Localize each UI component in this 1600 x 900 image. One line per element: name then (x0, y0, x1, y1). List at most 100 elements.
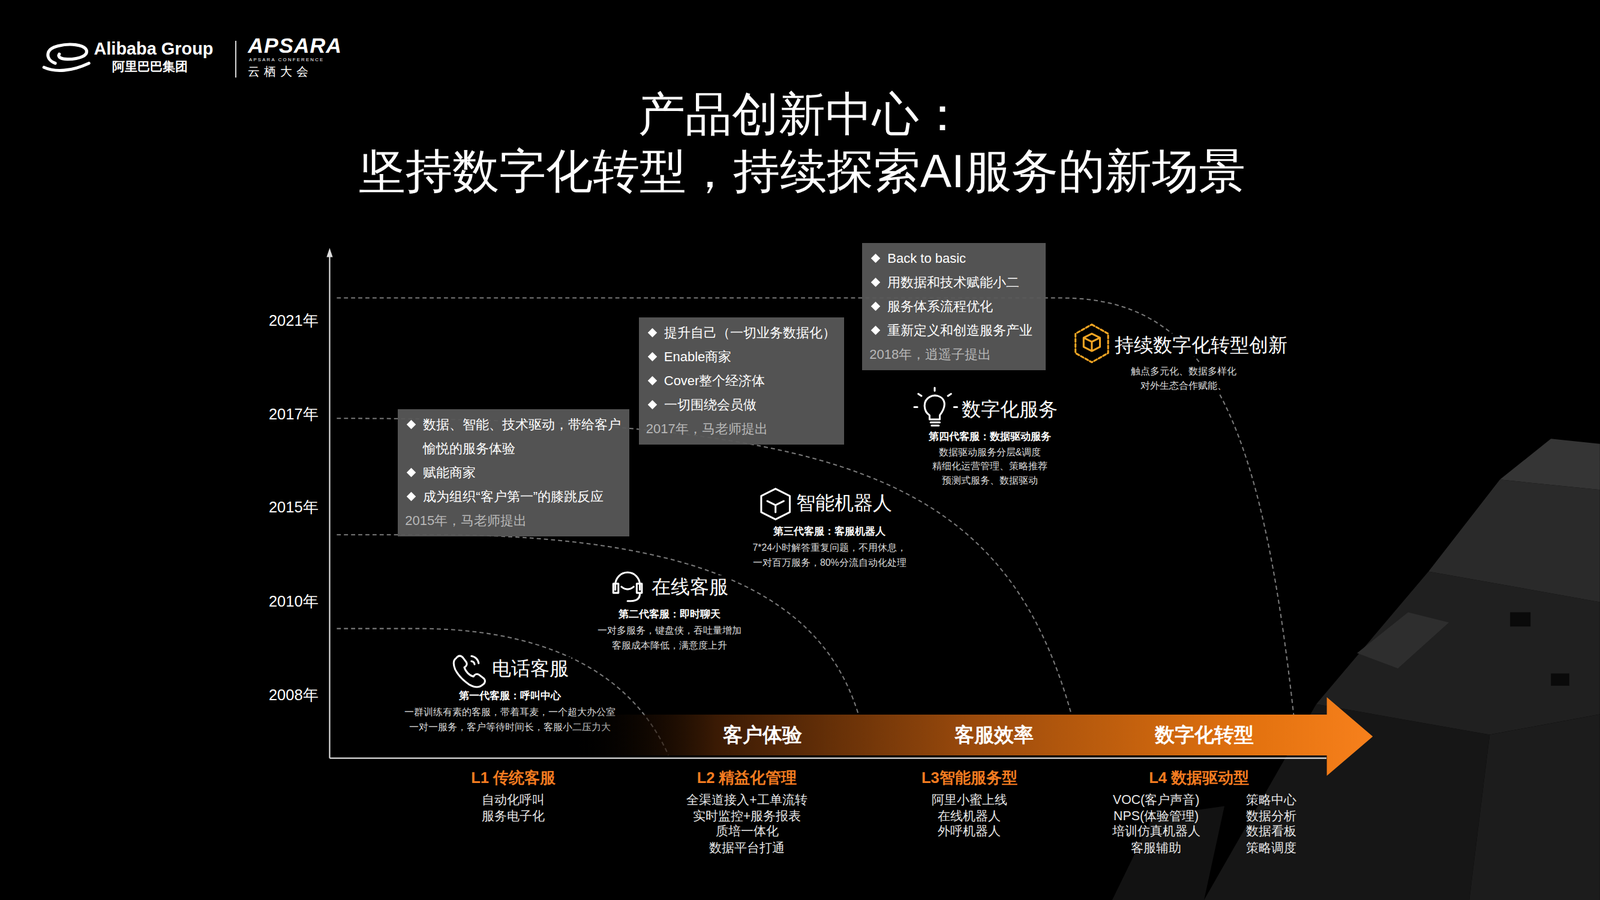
cube-face (1428, 479, 1600, 602)
bullet-diamond (871, 301, 881, 312)
text-label: 全渠道接入+工单流转 (686, 792, 807, 809)
text-label: 第三代客服：客服机器人 (770, 525, 888, 538)
cube-gap (1550, 673, 1570, 686)
bullet-row: Enable商家 (646, 344, 836, 369)
text-label: 2017年 (268, 404, 319, 424)
bullet-text: 用数据和技术赋能小二 (887, 270, 1038, 295)
bullet-text: 成为组织“客户第一”的膝跳反应 (422, 484, 621, 509)
text-label: 数据驱动服务分层&调度 精细化运营管理、策略推荐 预测式服务、数据驱动 (929, 445, 1050, 488)
bullet-text: Enable商家 (664, 344, 836, 369)
bullet-diamond (647, 376, 657, 386)
bullet-text: 服务体系流程优化 (887, 294, 1038, 319)
text-label: 第一代客服：呼叫中心 (456, 689, 564, 702)
text-label: 培训仿真机器人 (1112, 823, 1201, 840)
text-label: 质培一体化 (715, 823, 779, 840)
cube-face (1316, 571, 1600, 735)
text-line: 触点多元化、数据多样化 (1130, 364, 1237, 379)
bullet-row: Back to basic (869, 246, 1038, 271)
bullet-row: Cover整个经济体 (646, 368, 836, 393)
dashed-curve (336, 298, 1298, 756)
source-note-row: 2018年，逍遥子提出 (869, 342, 1038, 367)
cube-face (1469, 713, 1600, 900)
bullet-text: 数据、智能、技术驱动，带给客户 愉悦的服务体验 (422, 412, 621, 461)
band-arrow-fill (571, 697, 1373, 776)
bullet-diamond (647, 352, 657, 362)
text-line: 对外生态合作赋能、 (1130, 378, 1237, 393)
bullet-row: 赋能商家 (404, 460, 621, 485)
text-label: 2008年 (268, 685, 319, 705)
bullet-row: 一切围绕会员做 (646, 392, 836, 417)
text-label: 持续数字化转型创新 (1112, 333, 1290, 357)
text-label: 数据分析 (1246, 808, 1297, 825)
robot-icon (761, 488, 791, 520)
text-line: 一对多服务，键盘侠，吞吐量增加 (597, 622, 742, 639)
axes (326, 247, 1327, 758)
bullet-row: 重新定义和创造服务产业 (869, 318, 1038, 343)
bullet-text: Cover整个经济体 (664, 368, 836, 393)
band-label: 客户体验 (722, 722, 803, 747)
bulb-icon (914, 387, 957, 426)
text-label: 数据平台打通 (709, 840, 785, 857)
hexagon-icon (1075, 324, 1109, 363)
text-label: 云栖大会 (247, 64, 313, 79)
y-axis (328, 254, 330, 758)
text-label: 2021年 (268, 311, 319, 330)
source-note: 2018年，逍遥子提出 (869, 342, 1038, 367)
text-label: 2010年 (268, 592, 319, 611)
bullet-diamond (406, 419, 417, 430)
text-line: 客服成本降低，满意度上升 (597, 637, 742, 654)
cube-face (1499, 438, 1600, 490)
bullet-diamond (871, 253, 881, 264)
logo-divider (235, 40, 237, 78)
alibaba-logo-mark (43, 44, 89, 71)
headset-icon (613, 572, 642, 602)
band-label: 客服效率 (954, 722, 1034, 747)
bullet-diamond (406, 467, 417, 478)
text-label: L1 传统客服 (470, 768, 556, 788)
text-line: 预测式服务、数据驱动 (932, 473, 1048, 488)
text-label: VOC(客户声音) (1112, 792, 1200, 809)
cube-icon (1083, 333, 1100, 351)
bullet-row: 服务体系流程优化 (869, 294, 1038, 319)
text-label: 第四代客服：数据驱动服务 (926, 430, 1054, 443)
bullet-diamond (871, 277, 881, 288)
cube-photo (1112, 438, 1600, 900)
text-label: 在线客服 (649, 575, 731, 599)
text-label: 电话客服 (489, 656, 572, 681)
timeline-curves (336, 298, 1298, 756)
text-label: 第二代客服：即时聊天 (616, 608, 723, 621)
text-line: 数据驱动服务分层&调度 (932, 445, 1048, 460)
bullet-text: 赋能商家 (422, 460, 621, 485)
text-label: 阿里巴巴集团 (112, 59, 188, 75)
source-note: 2015年，马老师提出 (404, 508, 621, 533)
bullet-row: 用数据和技术赋能小二 (869, 270, 1038, 295)
text-label: 策略中心 (1246, 792, 1297, 809)
cube-face (1112, 806, 1225, 900)
text-label: NPS(体验管理) (1113, 808, 1199, 825)
bullet-row: 成为组织“客户第一”的膝跳反应 (404, 484, 621, 509)
source-note-row: 2017年，马老师提出 (646, 416, 836, 441)
note-box: 提升自己（一切业务数据化）Enable商家Cover整个经济体一切围绕会员做20… (638, 317, 845, 445)
text-label: APSARA CONFERENCE (248, 56, 324, 63)
text-line: 坚持数字化转型，持续探索AI服务的新场景 (358, 142, 1246, 200)
text-label: 策略调度 (1246, 840, 1297, 857)
bullet-diamond (406, 491, 417, 502)
dashed-curve (336, 418, 1082, 755)
text-label: Alibaba Group (93, 38, 213, 60)
text-label: 数字化服务 (959, 397, 1061, 422)
bullet-diamond (871, 325, 881, 336)
bullet-row: 数据、智能、技术驱动，带给客户 愉悦的服务体验 (404, 412, 621, 461)
bullet-text: Back to basic (887, 246, 1038, 271)
text-label: 外呼机器人 (937, 823, 1001, 840)
text-label: 一对多服务，键盘侠，吞吐量增加 客服成本降低，满意度上升 (595, 622, 744, 654)
slide-title: 产品创新中心： 坚持数字化转型，持续探索AI服务的新场景 (358, 85, 1246, 200)
text-line: 7*24小时解答重复问题，不用休息， (752, 539, 908, 556)
bullet-diamond (647, 328, 657, 338)
band-label: 数字化转型 (1154, 722, 1254, 747)
text-label: 自动化呼叫 (481, 792, 545, 809)
phone-icon (453, 655, 485, 687)
text-label: 7*24小时解答重复问题，不用休息， 一对百万服务，80%分流自动化处理 (750, 539, 910, 571)
bullet-text: 重新定义和创造服务产业 (887, 318, 1038, 343)
